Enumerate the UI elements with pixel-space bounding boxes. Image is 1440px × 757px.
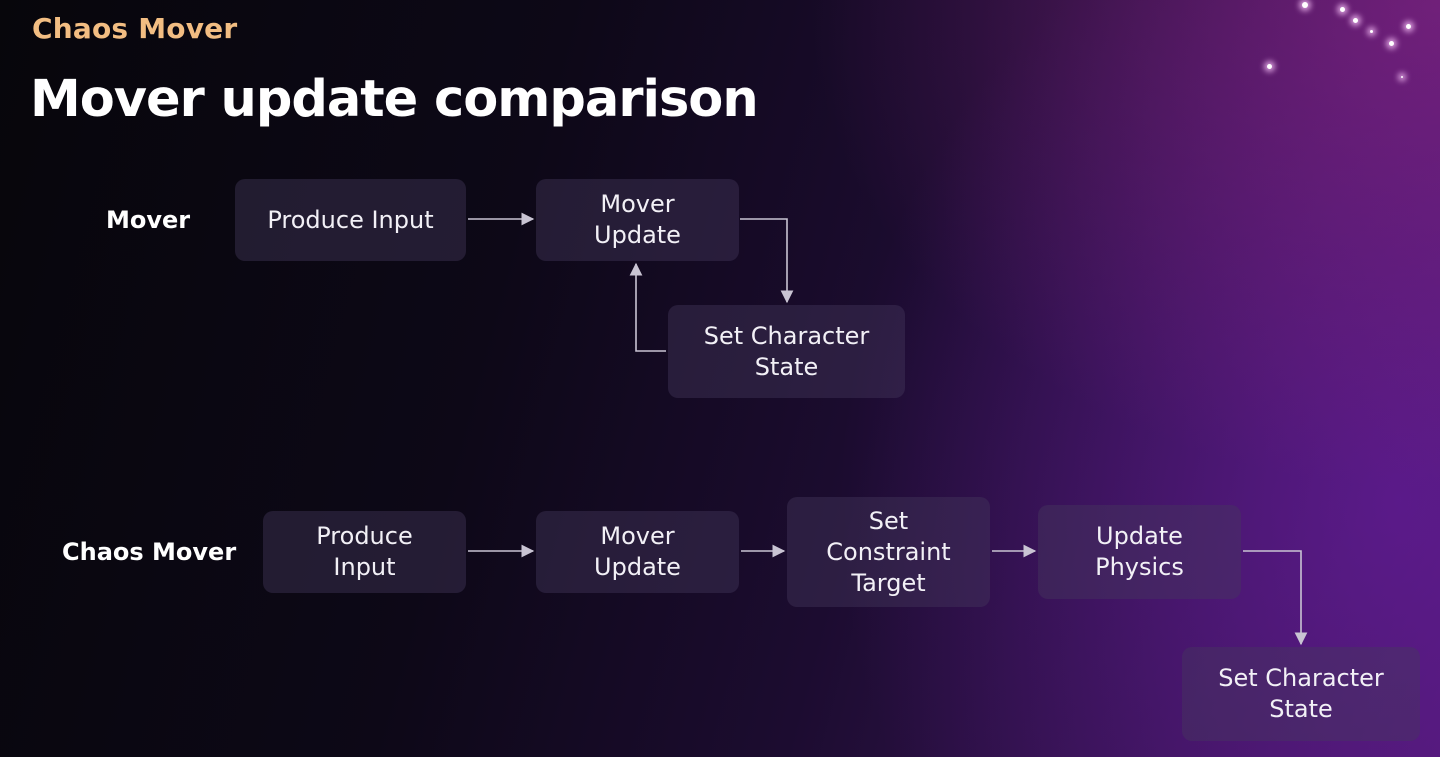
mover-mover-update-node: Mover Update: [536, 179, 739, 261]
arrow-update-to-set-state: [740, 218, 794, 304]
node-label: Mover Update: [594, 190, 681, 249]
node-label: Produce Input: [267, 205, 434, 234]
node-label: Set Character State: [1218, 664, 1384, 723]
node-label: Produce Input: [316, 522, 413, 581]
node-label: Mover Update: [594, 522, 681, 581]
mover-set-character-state-node: Set Character State: [668, 305, 905, 398]
chaos-mover-update-node: Mover Update: [536, 511, 739, 593]
sparkle: [1353, 18, 1358, 23]
node-label: Set Constraint Target: [826, 506, 951, 597]
sparkle: [1370, 30, 1373, 33]
node-label: Set Character State: [703, 321, 870, 381]
arrow-chaos-physics-to-set-state: [1243, 550, 1308, 646]
chaos-set-constraint-target-node: Set Constraint Target: [787, 497, 990, 607]
brand-label: Chaos Mover: [32, 12, 238, 45]
chaos-update-physics-node: Update Physics: [1038, 505, 1241, 599]
sparkle: [1389, 41, 1394, 46]
sparkle: [1340, 7, 1345, 12]
mover-produce-input-node: Produce Input: [235, 179, 466, 261]
node-label: Update Physics: [1095, 522, 1184, 581]
sparkle: [1302, 2, 1308, 8]
chaos-mover-row-label: Chaos Mover: [62, 538, 237, 566]
slide-title: Mover update comparison: [30, 70, 759, 129]
sparkle: [1267, 64, 1272, 69]
sparkle: [1406, 24, 1411, 29]
chaos-produce-input-node: Produce Input: [263, 511, 466, 593]
chaos-set-character-state-node: Set Character State: [1182, 647, 1420, 741]
mover-row-label: Mover: [106, 206, 191, 234]
arrow-set-state-to-update: [629, 262, 666, 352]
sparkle: [1401, 76, 1403, 78]
